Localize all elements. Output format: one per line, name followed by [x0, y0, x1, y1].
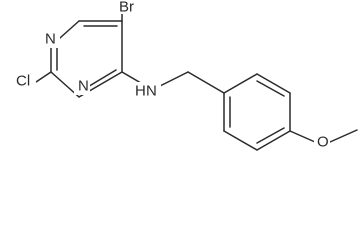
- bromine-label: Br: [119, 0, 134, 16]
- bond-b2-b3-double: [256, 80, 285, 97]
- bond-nh-ch2: [159, 71, 189, 87]
- bond-b5-b6: [223, 130, 258, 151]
- molecule-structure: Br N Cl N H N O: [14, 0, 358, 151]
- amine-nitrogen-label: N: [146, 83, 157, 100]
- substituent-bonds: [35, 11, 225, 94]
- bond-b4-b5-double: [256, 127, 285, 144]
- bond-b1-b2: [223, 73, 258, 94]
- ring-nitrogen-top-label: N: [45, 31, 56, 48]
- chlorine-label: Cl: [16, 73, 30, 90]
- bond-b4-b5: [256, 130, 291, 151]
- bond-ch2-aryl: [187, 71, 225, 94]
- bond-o-ch3: [329, 129, 358, 143]
- ether-oxygen-label: O: [317, 134, 329, 151]
- bond-b2-b3: [256, 73, 291, 94]
- benzene-ring: [223, 73, 291, 151]
- methoxy-group: [289, 129, 358, 143]
- bond-c2-cl: [35, 71, 52, 83]
- ring-nitrogen-bottom-label: N: [78, 78, 89, 95]
- amine-hydrogen-label: H: [135, 83, 146, 100]
- atom-labels: Br N Cl N H N O: [14, 0, 330, 151]
- bond-b4-o: [289, 130, 316, 143]
